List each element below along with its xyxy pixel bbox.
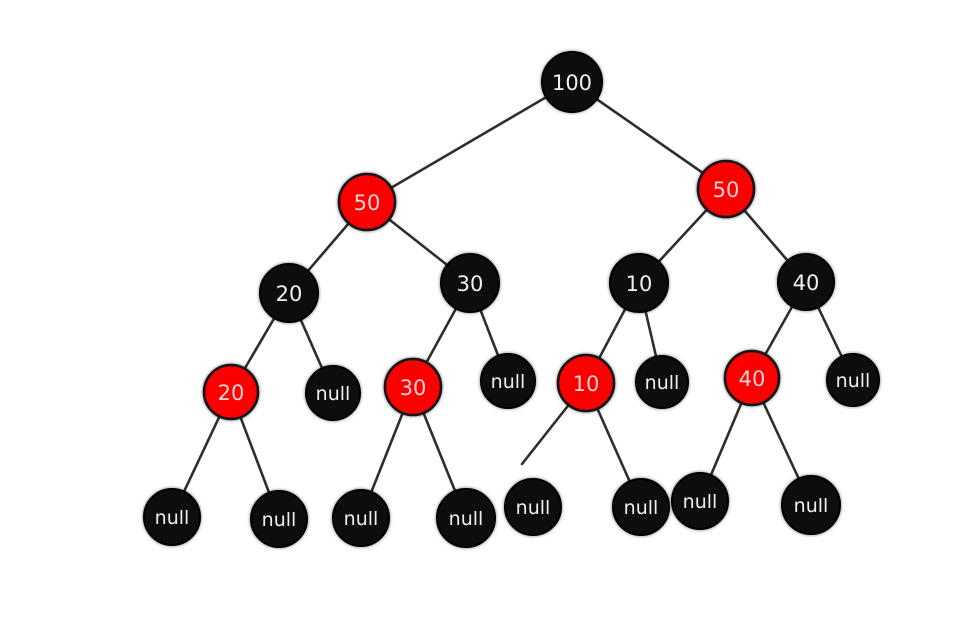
tree-node-40-red: 40 [723, 349, 781, 407]
black-node-circle [504, 478, 562, 536]
tree-node-null-black: null [480, 353, 536, 409]
red-node-circle [202, 363, 260, 421]
tree-node-100-black: 100 [541, 51, 603, 113]
tree-edge [365, 80, 574, 204]
tree-node-30-red: 30 [383, 357, 443, 417]
tree-node-null-black: null [250, 490, 308, 548]
tree-node-30-black: 30 [440, 253, 500, 313]
tree-node-20-red: 20 [202, 363, 260, 421]
red-node-circle [383, 357, 443, 417]
tree-node-null-black: null [781, 475, 841, 535]
black-node-circle [440, 253, 500, 313]
tree-node-null-black: null [332, 489, 390, 547]
black-node-circle [609, 253, 669, 313]
black-node-circle [143, 488, 201, 546]
tree-node-null-black: null [612, 478, 670, 536]
red-node-circle [723, 349, 781, 407]
black-node-circle [671, 472, 729, 530]
tree-node-null-black: null [504, 478, 562, 536]
tree-node-null-black: null [671, 472, 729, 530]
black-node-circle [250, 490, 308, 548]
black-node-circle [332, 489, 390, 547]
tree-node-50-red: 50 [337, 172, 397, 232]
tree-node-20-black: 20 [259, 263, 319, 323]
black-node-circle [612, 478, 670, 536]
tree-node-null-black: null [305, 365, 361, 421]
tree-node-40-black: 40 [777, 253, 835, 311]
black-node-circle [777, 253, 835, 311]
black-node-circle [436, 488, 496, 548]
red-node-circle [337, 172, 397, 232]
black-node-circle [259, 263, 319, 323]
black-node-circle [541, 51, 603, 113]
tree-node-null-black: null [635, 355, 689, 409]
tree-node-10-red: 10 [556, 353, 616, 413]
red-node-circle [556, 353, 616, 413]
black-node-circle [781, 475, 841, 535]
black-node-circle [305, 365, 361, 421]
tree-edge [570, 80, 728, 191]
black-node-circle [635, 355, 689, 409]
black-node-circle [480, 353, 536, 409]
tree-node-null-black: null [826, 353, 880, 407]
tree-node-50-red: 50 [696, 159, 756, 219]
black-node-circle [826, 353, 880, 407]
tree-node-null-black: null [436, 488, 496, 548]
red-node-circle [696, 159, 756, 219]
tree-node-null-black: null [143, 488, 201, 546]
tree-node-10-black: 10 [609, 253, 669, 313]
